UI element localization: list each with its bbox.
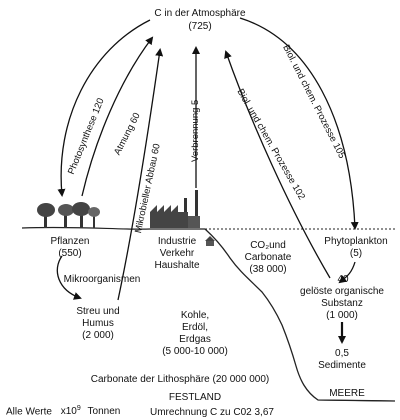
- alle-werte-text: Alle Werte: [6, 406, 52, 418]
- phyto-value: (5): [349, 248, 363, 259]
- erdgas-label: Erdgas: [179, 334, 211, 345]
- sedimente-label: Sedimente: [318, 360, 366, 371]
- phyto-to-geloest-arrow: [338, 261, 356, 284]
- atmosphere-value: (725): [188, 21, 212, 32]
- phyto-label: Phytoplankton: [324, 236, 388, 247]
- abbau-arrow: [117, 48, 164, 301]
- houses-icon: [205, 236, 215, 246]
- geloest-value: (1 000): [326, 310, 358, 321]
- haushalte-label: Haushalte: [154, 260, 200, 271]
- kohle-value: (5 000-10 000): [162, 346, 228, 357]
- kohle-label: Kohle,: [180, 310, 210, 321]
- lithosphere-label: Carbonate der Lithosphäre (20 000 000): [90, 374, 270, 385]
- streu-value: (2 000): [82, 330, 114, 341]
- trees-icon: [37, 202, 100, 228]
- photosynthese-arrow: [57, 19, 151, 197]
- footer-alle-werte: Alle Werte x109 Tonnen: [6, 403, 120, 418]
- bio-up-arrow: [239, 17, 359, 230]
- verbrennung-label: Verbrennung 5: [190, 99, 201, 162]
- mikroorganismen-label: Mikroorganismen: [63, 274, 141, 285]
- tonnen-text: Tonnen: [87, 406, 121, 418]
- substanz-label: Substanz: [321, 298, 363, 309]
- atmung-arrow: [81, 36, 154, 197]
- umrechnung-text: Umrechnung C zu C02 3,67: [150, 407, 274, 418]
- verkehr-label: Verkehr: [159, 248, 195, 259]
- co2-value: (38 000): [249, 264, 287, 275]
- sediment-value: 0,5: [335, 348, 349, 359]
- coastline: [204, 228, 396, 402]
- meere-label: MEERE: [329, 388, 365, 399]
- carbonate-label: Carbonate: [244, 252, 292, 263]
- geloest-top-value: 40: [337, 274, 349, 285]
- streu-label: Streu und: [76, 306, 120, 317]
- pflanzen-value: (550): [58, 248, 82, 259]
- festland-label: FESTLAND: [168, 392, 222, 403]
- factory-icon: [150, 190, 200, 228]
- atmosphere-title: C in der Atmosphäre: [154, 8, 246, 19]
- x10-text: x10: [60, 406, 77, 418]
- co2-label: CO₂und: [250, 240, 286, 251]
- plants-to-streu-arrow: [56, 255, 82, 300]
- erdoel-label: Erdöl,: [181, 322, 209, 333]
- industrie-label: Industrie: [157, 236, 197, 247]
- bio-down-arrow: [224, 50, 331, 279]
- land-surface-line: [21, 226, 205, 230]
- geloest-label: gelöste organische: [300, 286, 384, 297]
- pflanzen-label: Pflanzen: [50, 236, 90, 247]
- exponent-text: 9: [76, 405, 81, 412]
- humus-label: Humus: [82, 318, 114, 329]
